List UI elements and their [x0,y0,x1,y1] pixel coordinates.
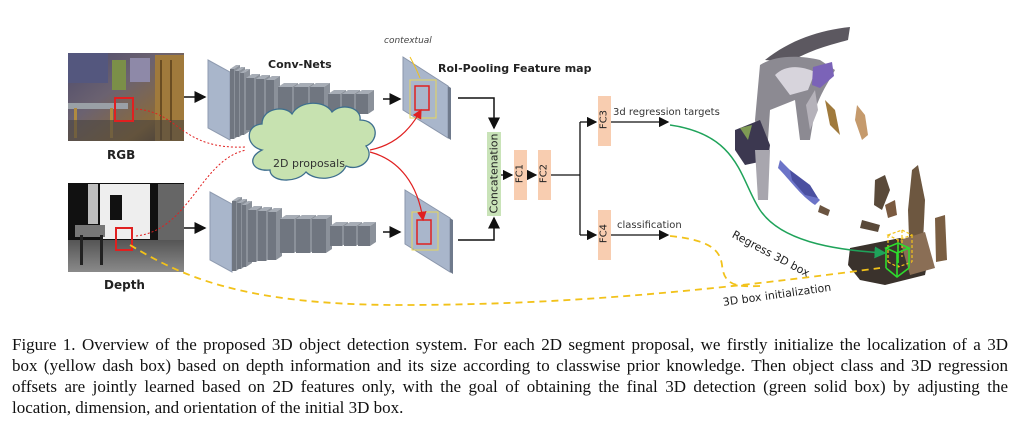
cloud-to-roi-bottom-arrow [369,151,427,222]
conv-layer-top [232,197,242,201]
conv-layer [242,205,246,267]
conv-layer [358,226,370,246]
conv-layer-top [230,65,240,69]
fc2-label: FC2 [538,163,550,184]
branch-line [551,122,581,235]
depth-label: Depth [104,278,145,292]
proposals-cloud [248,102,376,181]
rgb-label: RGB [107,148,136,162]
conv-layer [248,210,256,262]
conv-layer-top [237,199,247,203]
roi-feature-map-bottom [404,189,453,274]
caption-line: Figure 1. Overview of the proposed 3D ob… [12,335,1008,354]
conv-layer [266,80,274,128]
conv-layer [256,79,264,129]
conv-layer-top [242,201,252,205]
conv-layer [312,219,326,253]
cloud-to-roi-top-arrow [369,108,422,151]
conv-layer-top [266,76,280,80]
conv-layer [232,201,236,271]
roi-top-to-concat-arrow [458,97,500,130]
fc2-block [538,150,551,200]
conv-layer-top [278,83,298,87]
caption-line: box (yellow dash box) based on depth inf… [12,356,1008,375]
initial-3d-box [886,229,914,268]
conv-layer-top [258,207,272,211]
roi-feature-map-top [402,56,451,140]
conv-layer-top [235,67,245,71]
conv-layer-top [240,69,250,73]
conv-layer-side [368,90,374,114]
conv-layer [237,203,241,269]
conv-layer [296,219,310,253]
diagram-canvas [68,27,947,306]
conv-layer-top [312,215,332,219]
depth-image [68,183,184,272]
fc4-label: FC4 [598,223,610,244]
conv-layer-top [294,83,314,87]
conv-layer-top [310,83,330,87]
conv-layer-top [296,215,316,219]
conv-layer-top [280,215,300,219]
fc3-block [598,96,611,146]
conv-layer [230,69,234,139]
rgb-proposal-box [114,97,134,122]
conv-layer-top [246,74,260,78]
concatenation-block [487,132,501,216]
rgb-image [68,53,184,141]
roi-bottom-to-concat-arrow [458,216,500,241]
conv-layer [258,211,266,261]
classification-init-path [669,235,761,288]
proposals-label: 2D proposals [273,157,345,170]
fc1-block [514,150,527,200]
conv-layer-side [370,222,376,246]
classification-label: classification [617,220,682,231]
conv-layer [235,71,239,137]
conv-layer [240,73,244,135]
conv-layer-top [268,208,282,212]
contextual-label: contextual [384,36,432,46]
figure-caption: Figure 1. Overview of the proposed 3D ob… [12,334,1008,418]
conv-net-depth [209,191,376,273]
conv-nets-label: Conv-Nets [268,58,332,71]
regression-targets-label: 3d regression targets [613,107,720,118]
conv-layer [356,94,368,114]
depth-proposal-link [135,149,247,237]
roi-pooling-label: RoI-Pooling Feature map [438,62,592,75]
conv-layer [207,59,231,141]
figure-diagram: RGB Depth Conv-Nets contextual RoI-Pooli… [68,27,947,309]
conv-layer-top [248,206,262,210]
concatenation-label: Concatenation [487,133,501,214]
conv-layer [280,219,294,253]
regress-3d-box-arrow [669,124,887,259]
conv-layer [246,78,254,130]
conv-layer-top [256,75,270,79]
depth-proposal-box [115,227,133,251]
caption-line: location, dimension, and orientation of … [12,398,404,417]
fc4-block [598,210,611,260]
rgb-proposal-link [135,108,247,148]
conv-layer [209,191,233,273]
conv-layer [344,226,356,246]
conv-layer [268,212,276,260]
fc1-label: FC1 [514,163,526,184]
conv-layer [330,226,342,246]
caption-line: offsets are jointly learned based on 2D … [12,377,1008,396]
fc3-label: FC3 [598,109,610,130]
depth-init-path [129,244,881,306]
